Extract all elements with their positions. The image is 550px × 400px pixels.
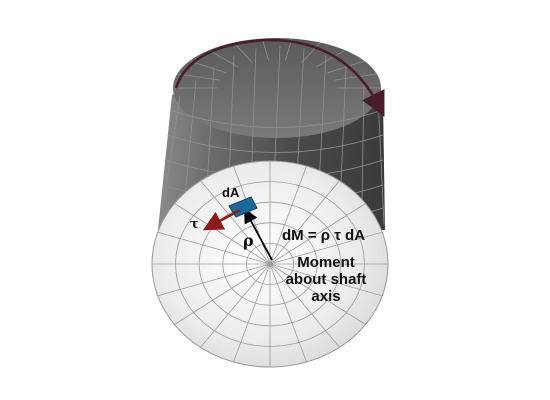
area-label: dA xyxy=(222,185,240,200)
shaft-top-cap xyxy=(173,38,381,138)
rho-label: ρ xyxy=(243,231,254,250)
moment-equation: dM = ρ τ dA xyxy=(282,227,365,244)
rotation-arrow-icon xyxy=(174,38,385,117)
moment-caption-line-3: axis xyxy=(311,288,340,305)
end-face-mesh xyxy=(152,161,388,367)
tau-label: τ xyxy=(190,217,199,232)
moment-caption-line-1: Moment xyxy=(297,254,355,271)
shear-stress-arrow-icon xyxy=(202,208,241,231)
radius-arrow-icon xyxy=(244,208,273,261)
moment-caption-line-2: about shaft xyxy=(286,271,367,288)
